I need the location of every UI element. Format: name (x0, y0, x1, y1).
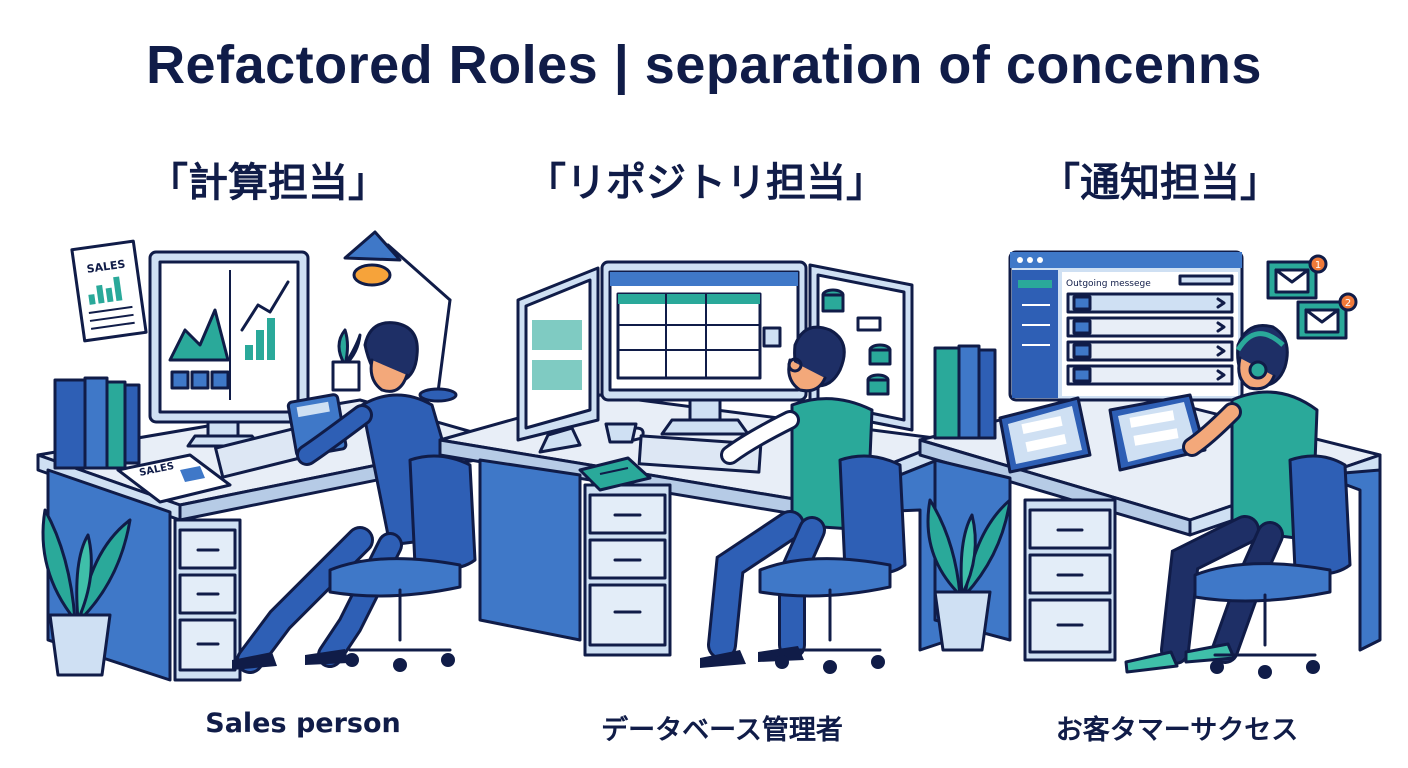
page-title: Refactored Roles | separation of concenn… (146, 35, 1262, 95)
headset-icon (1248, 360, 1268, 380)
desk-lamp-icon (343, 230, 458, 403)
floor-plant-icon (41, 508, 132, 677)
caption-database-admin: データベース管理者 (601, 715, 843, 746)
poster-chart-icon (88, 276, 135, 330)
sales-poster: SALES (70, 239, 148, 343)
repository-workstation (438, 260, 952, 674)
sales-workstation: SALES (36, 230, 502, 682)
floor-plant-icon (926, 498, 1012, 652)
role-heading-calculation: 「計算担当」 (148, 160, 388, 206)
tablet-right-icon (1108, 393, 1207, 472)
outgoing-message-title: Outgoing messege (1066, 279, 1151, 289)
notification-workstation: Outgoing messege 1 (918, 250, 1382, 679)
message-list (1066, 292, 1234, 386)
outgoing-message-screen: Outgoing messege (1008, 250, 1244, 402)
binders-icon (53, 376, 141, 470)
caption-sales-person: Sales person (205, 708, 401, 739)
sales-poster-label: SALES (86, 258, 126, 276)
center-monitor (600, 260, 808, 436)
small-plant-icon (331, 328, 362, 392)
notification-chair-icon (1193, 454, 1352, 679)
badge-count-1: 1 (1315, 260, 1321, 271)
binders-icon (933, 344, 997, 440)
sales-chair-icon (328, 454, 477, 672)
caption-customer-success: お客タマーサクセス (1055, 715, 1299, 746)
notification-envelope-2: 2 (1296, 292, 1358, 340)
tablet-left-icon (998, 396, 1092, 474)
left-monitor (516, 266, 600, 454)
right-monitor (808, 263, 914, 432)
notebook-icon (578, 456, 652, 492)
sales-monitor (148, 250, 310, 448)
repository-chair-icon (758, 454, 907, 674)
sales-paper: SALES (116, 453, 232, 504)
role-heading-notification: 「通知担当」 (1040, 160, 1280, 206)
notification-envelope-1: 1 (1266, 254, 1328, 300)
role-heading-repository: 「リポジトリ担当」 (526, 160, 886, 206)
badge-count-2: 2 (1345, 298, 1351, 309)
